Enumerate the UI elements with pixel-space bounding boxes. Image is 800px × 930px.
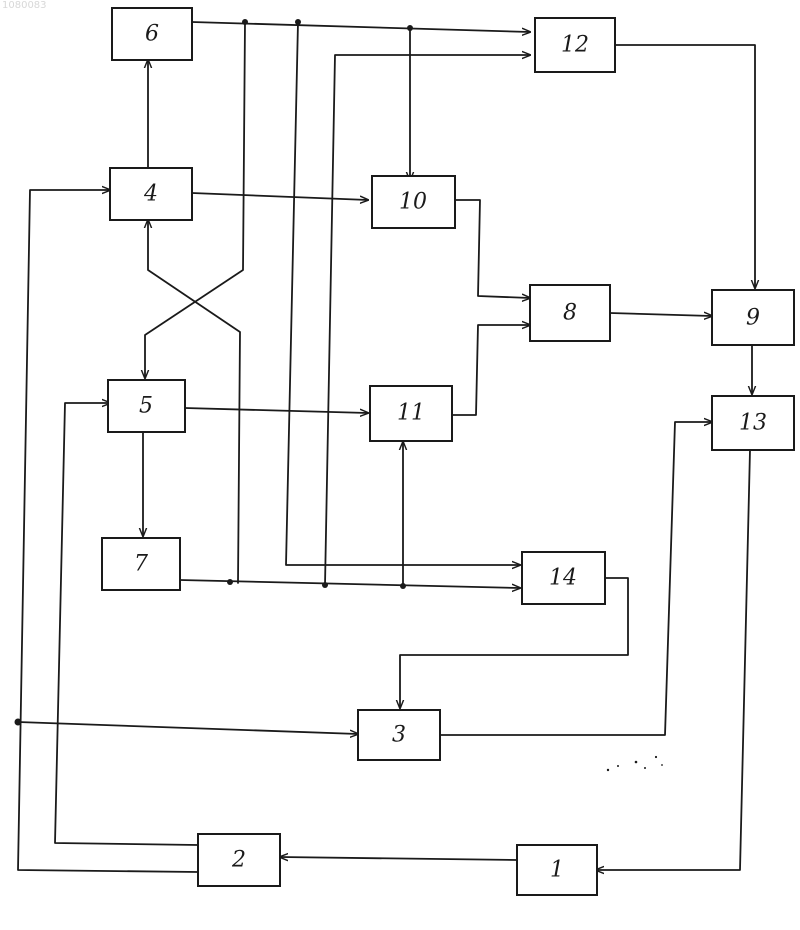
block-9: 9	[712, 290, 794, 345]
block-12: 12	[535, 18, 615, 72]
wire-12-to-9	[615, 45, 755, 288]
block-10: 10	[372, 176, 455, 228]
wire-2-to-4	[18, 190, 198, 872]
block-9-label: 9	[746, 306, 760, 331]
block-8: 8	[530, 285, 610, 341]
wire-input-to-3	[18, 722, 358, 734]
wire-bus-to-12	[325, 55, 530, 585]
wire-11-to-8	[452, 325, 530, 415]
wire-8-to-9	[610, 313, 712, 316]
block-13: 13	[712, 396, 794, 450]
block-7-label: 7	[134, 552, 148, 577]
junction-dot	[227, 579, 233, 585]
junction-dot	[242, 19, 248, 25]
junction-dot	[15, 719, 22, 726]
junction-dot	[407, 25, 413, 31]
junctions	[15, 19, 414, 726]
block-4: 4	[110, 168, 192, 220]
block-2-label: 2	[231, 848, 246, 873]
block-2: 2	[198, 834, 280, 886]
wire-10-to-8	[455, 200, 530, 298]
wire-2-to-5	[55, 403, 198, 845]
wire-4-to-10	[192, 193, 368, 200]
block-5: 5	[108, 380, 185, 432]
block-10-label: 10	[399, 190, 427, 215]
junction-dot	[400, 583, 406, 589]
block-3-label: 3	[392, 723, 406, 748]
block-4-label: 4	[143, 182, 158, 207]
block-7: 7	[102, 538, 180, 590]
block-14-label: 14	[549, 566, 577, 591]
block-11-label: 11	[397, 401, 425, 426]
junction-dot	[295, 19, 301, 25]
wire-5-to-11	[185, 408, 368, 413]
block-1-label: 1	[550, 858, 564, 883]
block-6-label: 6	[145, 22, 159, 47]
scan-speckle	[607, 756, 663, 771]
wire-1-to-2	[280, 857, 517, 860]
block-13-label: 13	[739, 411, 767, 436]
wire-13-to-1	[596, 450, 750, 870]
block-12-label: 12	[561, 33, 589, 58]
junction-dot	[322, 582, 328, 588]
block-11: 11	[370, 386, 452, 441]
block-1: 1	[517, 845, 597, 895]
block-5-label: 5	[139, 394, 153, 419]
block-6: 6	[112, 8, 192, 60]
block-3: 3	[358, 710, 440, 760]
block-8-label: 8	[563, 301, 577, 326]
block-14: 14	[522, 552, 605, 604]
